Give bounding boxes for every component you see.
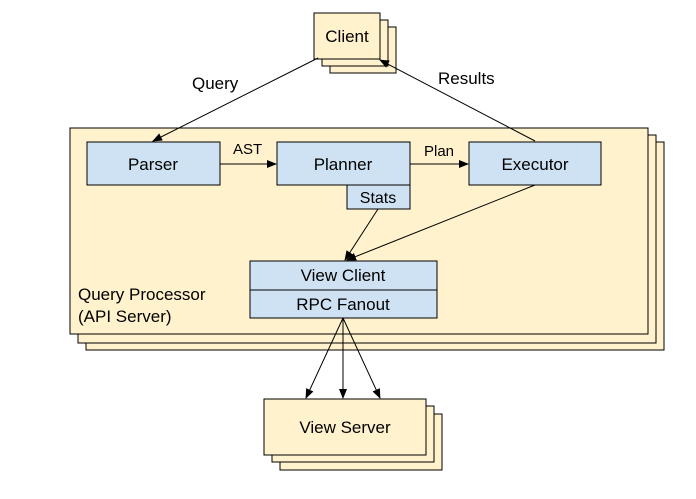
parser-node xyxy=(86,141,221,186)
executor-node xyxy=(468,141,602,186)
executor-label: Executor xyxy=(501,155,568,174)
view-client-label: View Client xyxy=(301,266,386,285)
results-edge xyxy=(379,59,536,142)
executor-to-view-client-edge xyxy=(346,184,536,261)
rpc-fanout-label: RPC Fanout xyxy=(296,295,390,314)
client-label: Client xyxy=(325,27,369,46)
plan-edge-label: Plan xyxy=(424,143,454,160)
rpc-fanout-node xyxy=(249,289,438,319)
client-node xyxy=(313,12,381,60)
query-edge xyxy=(152,57,319,142)
api-server-label: (API Server) xyxy=(78,307,172,326)
client-stack: Client xyxy=(313,12,397,74)
ast-edge-label: AST xyxy=(233,141,262,158)
fanout-edge-right xyxy=(342,317,381,399)
stats-label: Stats xyxy=(360,190,396,207)
stats-to-view-client-edge xyxy=(344,208,379,261)
stats-node xyxy=(346,184,411,210)
planner-label: Planner xyxy=(314,155,373,174)
query-edge-label: Query xyxy=(192,74,239,93)
results-edge-label: Results xyxy=(438,69,495,88)
fanout-edge-left xyxy=(305,317,344,399)
view-server-stack: View Server xyxy=(263,398,443,471)
planner-node xyxy=(276,141,411,186)
query-processor-label: Query Processor xyxy=(78,285,206,304)
view-client-node xyxy=(249,260,438,291)
view-server-node xyxy=(263,398,427,456)
view-server-label: View Server xyxy=(299,418,391,437)
parser-label: Parser xyxy=(128,155,178,174)
